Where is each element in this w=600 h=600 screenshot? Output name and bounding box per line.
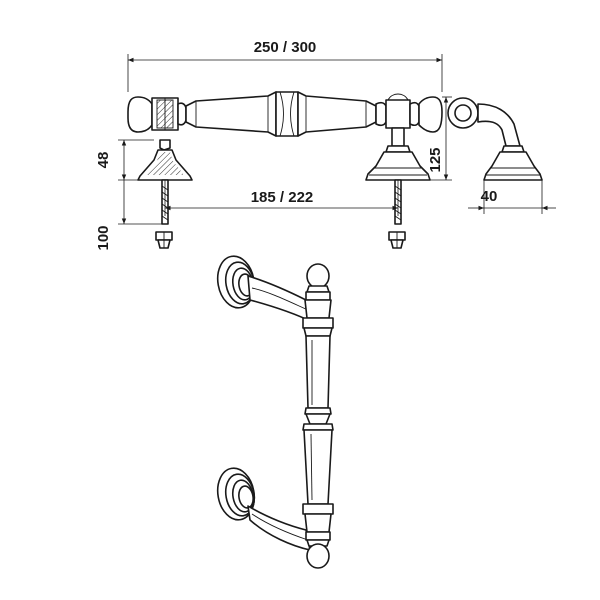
dimension-lines bbox=[118, 54, 556, 225]
bottom-finial bbox=[306, 543, 330, 569]
left-end-knob bbox=[127, 96, 153, 133]
bottom-rosette bbox=[216, 467, 256, 521]
screw-length-label: 100 bbox=[95, 225, 112, 250]
handle-side-view bbox=[127, 91, 443, 249]
right-nut bbox=[388, 231, 406, 249]
end-view-arm bbox=[477, 103, 521, 147]
overall-length-label: 250 / 300 bbox=[254, 39, 317, 56]
left-shaft bbox=[185, 91, 277, 137]
upper-shaft bbox=[305, 335, 331, 409]
mid-waist bbox=[305, 413, 331, 425]
center-spindle bbox=[275, 91, 299, 137]
right-end-knob bbox=[418, 96, 443, 133]
left-nut bbox=[155, 231, 173, 249]
lower-shaft bbox=[303, 429, 333, 505]
right-leg bbox=[365, 127, 431, 225]
top-finial bbox=[306, 263, 330, 289]
bottom-arm bbox=[247, 505, 311, 551]
handle-perspective-view bbox=[216, 255, 334, 569]
handle-end-view bbox=[447, 97, 543, 181]
base-diameter-label: 40 bbox=[481, 188, 498, 205]
center-distance-label: 185 / 222 bbox=[251, 189, 314, 206]
right-post-block bbox=[385, 99, 411, 129]
top-arm bbox=[247, 275, 313, 323]
total-height-label: 125 bbox=[427, 147, 444, 172]
end-view-base bbox=[483, 151, 543, 181]
end-view-knob-inner bbox=[454, 104, 472, 122]
projection-height-label: 48 bbox=[95, 152, 112, 169]
right-shaft bbox=[297, 91, 377, 137]
